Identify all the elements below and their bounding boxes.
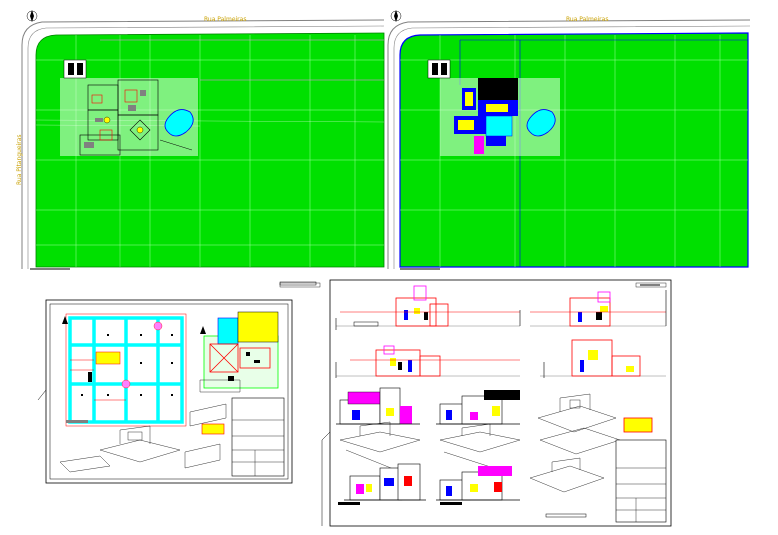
render-1 (336, 387, 420, 425)
site-plan-left (21, 19, 385, 269)
north-arrow-left (26, 10, 38, 22)
render-2 (436, 390, 520, 425)
render-4 (344, 463, 426, 501)
north-arrow-right (390, 10, 402, 22)
street-label-top-right: Rua Palmeiras (566, 16, 609, 23)
street-label-vertical: Rua Pitangueiras (16, 134, 23, 185)
sheet-elevations (279, 279, 672, 527)
site-plan-right (387, 19, 751, 269)
render-5 (436, 466, 520, 501)
sheet-masterplan (37, 299, 293, 484)
street-label-top-left: Rua Palmeiras (204, 16, 247, 23)
